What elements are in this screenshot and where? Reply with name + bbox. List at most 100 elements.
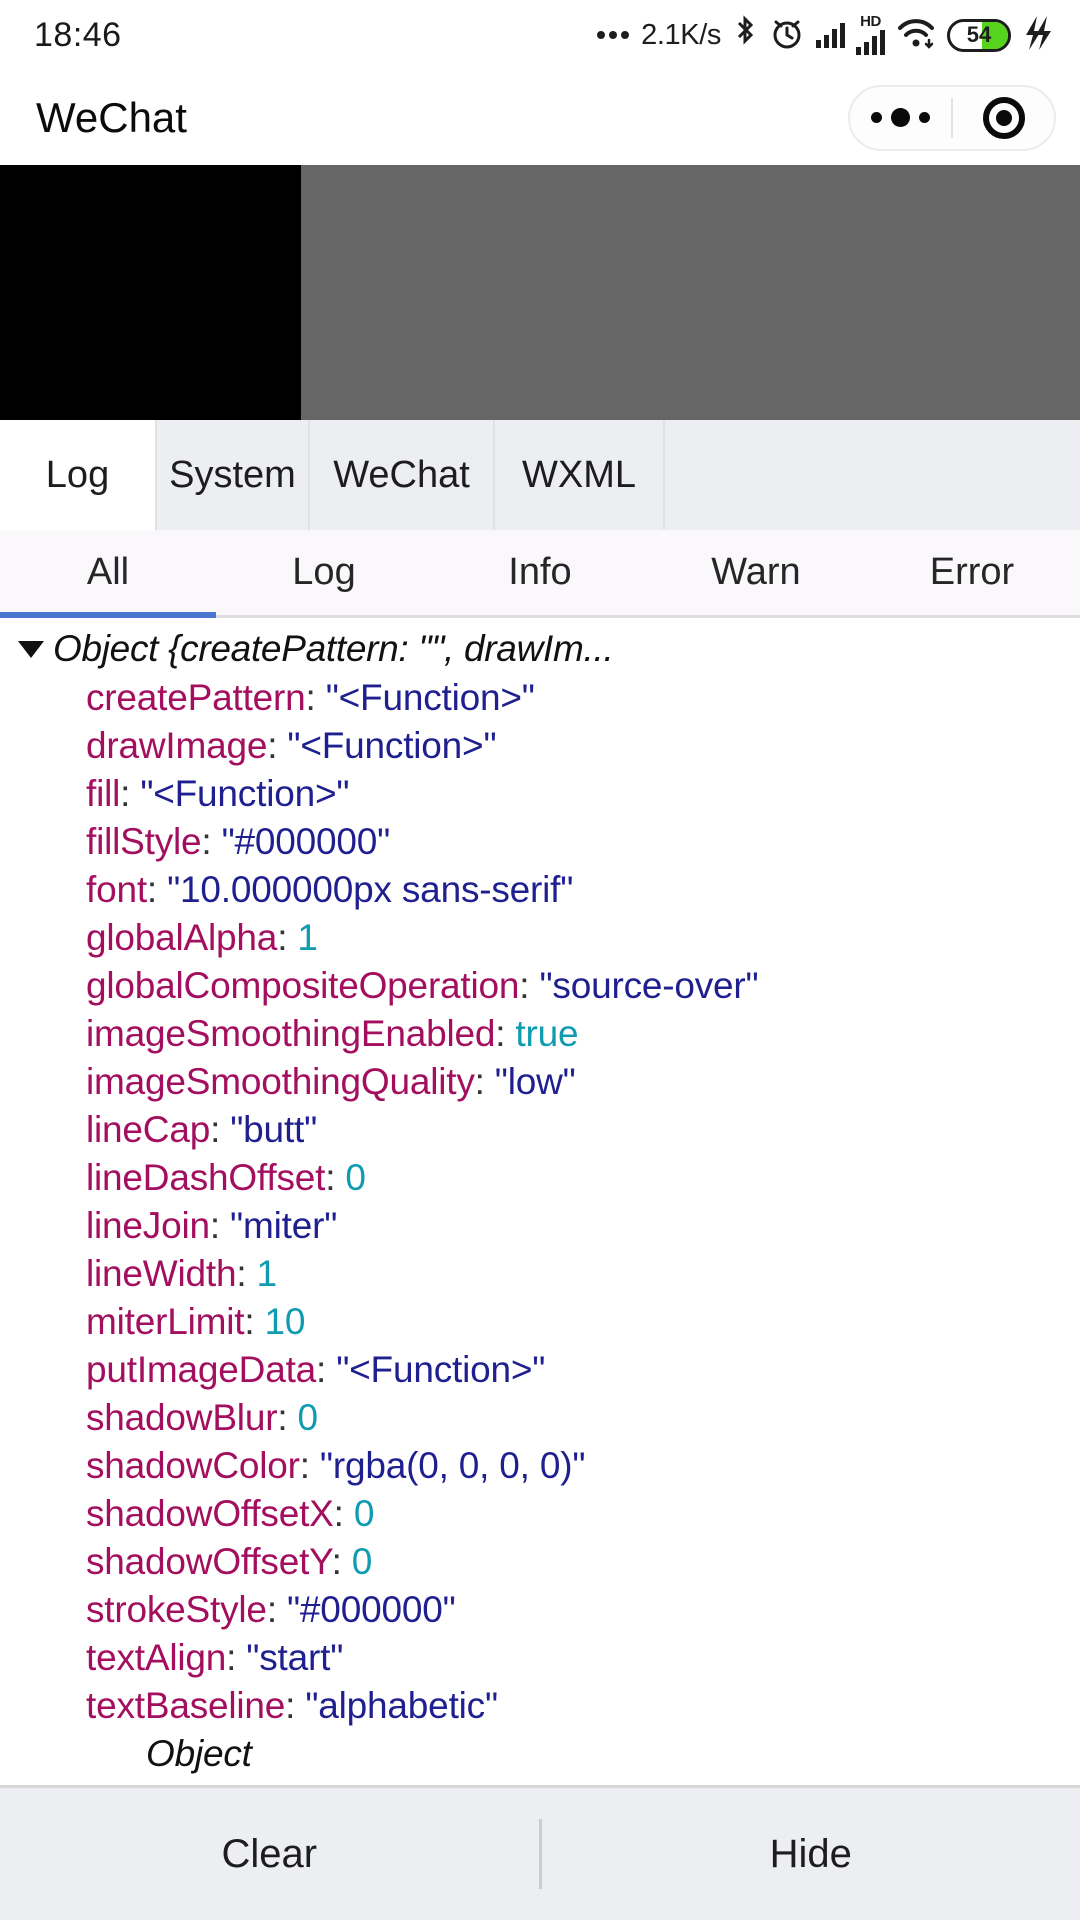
object-property-row: shadowColor: "rgba(0, 0, 0, 0)" [86,1442,1080,1490]
tab-system[interactable]: System [157,420,310,530]
tab-wechat[interactable]: WeChat [310,420,495,530]
property-value: "miter" [230,1205,338,1246]
property-value: 1 [297,917,318,958]
object-property-row: createPattern: "<Function>" [86,674,1080,722]
capsule-divider [951,97,953,138]
property-value: true [515,1013,579,1054]
log-entry-summary: Object {createPattern: "", drawIm... [53,628,614,669]
property-value: 10 [264,1301,306,1342]
object-property-row: strokeStyle: "#000000" [86,1586,1080,1634]
property-value: "<Function>" [140,773,350,814]
property-key: textBaseline [86,1685,286,1726]
property-key: lineWidth [86,1253,237,1294]
property-value: "butt" [230,1109,318,1150]
battery-icon: 54 [947,18,1011,52]
chevron-down-icon[interactable] [18,641,44,658]
property-colon: : [495,1013,516,1054]
property-key: shadowOffsetY [86,1541,332,1582]
object-property-row: putImageData: "<Function>" [86,1346,1080,1394]
property-colon: : [120,773,141,814]
object-property-row: imageSmoothingQuality: "low" [86,1058,1080,1106]
more-dots-icon [871,108,930,127]
hide-button[interactable]: Hide [769,1831,852,1876]
object-property-row: shadowBlur: 0 [86,1394,1080,1442]
property-colon: : [277,1397,298,1438]
object-property-row: shadowOffsetY: 0 [86,1538,1080,1586]
property-value: "start" [246,1637,344,1678]
app-header: WeChat [0,70,1080,165]
dots-icon [597,31,630,39]
capsule-menu[interactable] [848,84,1056,151]
object-property-row: textAlign: "start" [86,1634,1080,1682]
property-key: miterLimit [86,1301,245,1342]
battery-level-label: 54 [966,22,992,47]
property-colon: : [209,1205,231,1246]
charging-bolt-icon [1022,14,1054,57]
property-colon: : [244,1301,265,1342]
console-output[interactable]: Object {createPattern: "", drawIm... cre… [0,618,1080,1785]
tab-spacer [665,420,1080,530]
close-miniprogram-button[interactable] [953,87,1054,149]
object-property-row: drawImage: "<Function>" [86,722,1080,770]
target-circle-icon [982,96,1025,139]
canvas-preview[interactable] [0,165,1080,420]
object-property-row: lineJoin: "miter" [86,1202,1080,1250]
property-key: globalCompositeOperation [86,965,520,1006]
object-property-row: font: "10.000000px sans-serif" [86,866,1080,914]
object-property-row: fill: "<Function>" [86,770,1080,818]
filter-log[interactable]: Log [292,551,356,593]
filter-all[interactable]: All [0,530,216,618]
object-property-row: textBaseline: "alphabetic" [86,1682,1080,1730]
log-entry-header[interactable]: Object {createPattern: "", drawIm... [0,624,1080,674]
property-value: "rgba(0, 0, 0, 0)" [319,1445,586,1486]
console-action-bar[interactable]: Clear Hide [0,1785,1080,1920]
property-key: imageSmoothingQuality [86,1061,475,1102]
property-colon: : [331,1541,352,1582]
filter-info[interactable]: Info [508,551,572,593]
object-property-row: shadowOffsetX: 0 [86,1490,1080,1538]
property-value: "10.000000px sans-serif" [167,869,574,910]
object-property-row: globalCompositeOperation: "source-over" [86,962,1080,1010]
property-value: 0 [345,1157,366,1198]
property-key: lineDashOffset [86,1157,326,1198]
clipped-log-line: Object [146,1733,252,1774]
object-property-row: lineDashOffset: 0 [86,1154,1080,1202]
property-value: "source-over" [539,965,759,1006]
action-divider [538,1819,542,1889]
property-value: 0 [353,1493,375,1534]
canvas-black-region [0,165,301,420]
property-colon: : [201,821,222,862]
object-property-row: lineCap: "butt" [86,1106,1080,1154]
property-colon: : [285,1685,306,1726]
object-property-row: imageSmoothingEnabled: true [86,1010,1080,1058]
log-filter-tabs[interactable]: All Log Info Warn Error [0,530,1080,618]
property-key: drawImage [86,725,268,766]
property-colon: : [333,1493,354,1534]
property-colon: : [236,1253,257,1294]
filter-error[interactable]: Error [929,551,1015,593]
property-key: lineCap [86,1109,211,1150]
object-property-row: miterLimit: 10 [86,1298,1080,1346]
property-colon: : [519,965,540,1006]
more-menu-button[interactable] [850,87,951,149]
tab-log[interactable]: Log [0,420,157,530]
tab-wxml[interactable]: WXML [495,420,665,530]
property-key: fillStyle [86,821,202,862]
property-key: lineJoin [86,1205,210,1246]
property-colon: : [474,1061,495,1102]
object-property-row: globalAlpha: 1 [86,914,1080,962]
network-speed-label: 2.1K/s [641,18,721,51]
property-key: shadowOffsetX [86,1493,334,1534]
clear-button[interactable]: Clear [221,1831,318,1876]
object-property-row: fillStyle: "#000000" [86,818,1080,866]
property-colon: : [277,917,298,958]
property-value: 0 [297,1397,319,1438]
filter-warn[interactable]: Warn [711,551,801,593]
property-value: "alphabetic" [305,1685,498,1726]
hd-signal-icon: HD [856,14,885,55]
property-key: shadowBlur [86,1397,278,1438]
property-value: 1 [256,1253,278,1294]
debug-panel-tabs[interactable]: Log System WeChat WXML [0,420,1080,530]
status-time: 18:46 [34,15,122,54]
property-value: "<Function>" [287,725,497,766]
